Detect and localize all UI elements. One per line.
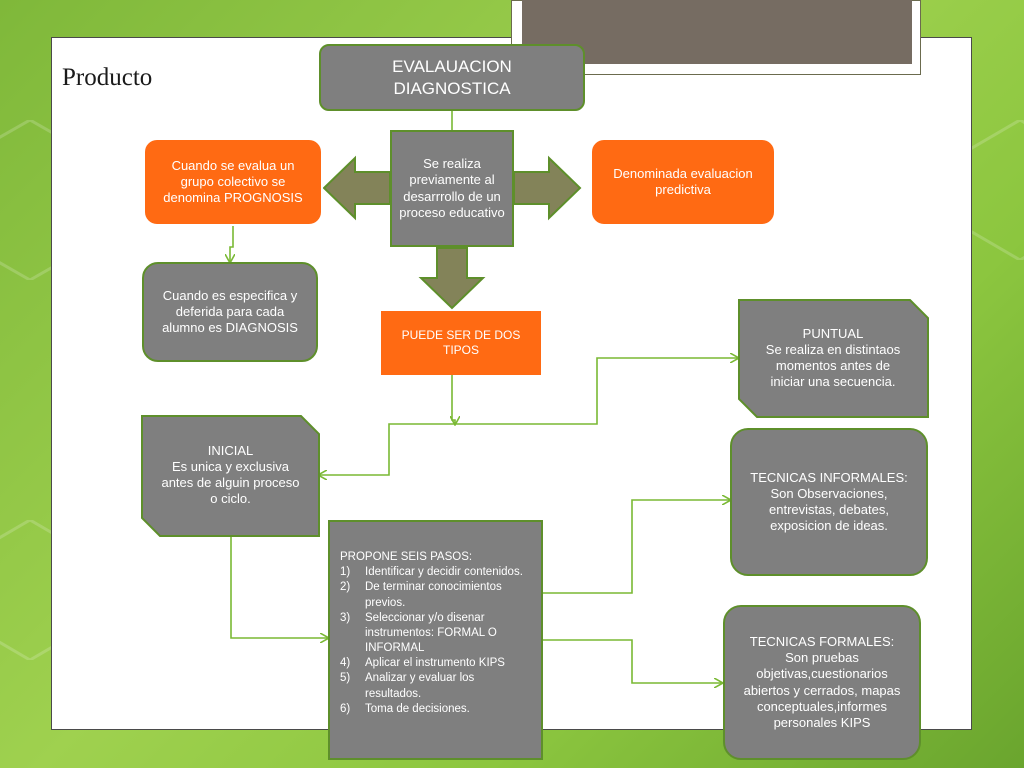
right-block-arrow	[513, 155, 582, 221]
list-item: 3)Seleccionar y/o disenar instrumentos: …	[340, 611, 497, 655]
node-dos-tipos: PUEDE SER DE DOS TIPOS	[381, 311, 541, 375]
node-body: Se realiza en distintaos momentos antes …	[765, 341, 901, 390]
left-block-arrow	[322, 155, 391, 221]
node-diagnosis: Cuando es especifica y deferida para cad…	[142, 262, 318, 362]
node-body: Son pruebas objetivas,cuestionarios abie…	[743, 650, 901, 730]
node-label: Cuando es especifica y deferida para cad…	[162, 287, 298, 336]
list-item: 4)Aplicar el instrumento KIPS	[340, 657, 505, 670]
list-item: 6)Toma de decisiones.	[340, 702, 470, 715]
node-label: Se realiza previamente al desarrrollo de…	[399, 156, 505, 220]
edge-to-inicial	[319, 423, 452, 475]
steps-heading: PROPONE SEIS PASOS:	[340, 551, 473, 563]
node-tecnicas-informales: TECNICAS INFORMALES: Son Observaciones, …	[730, 428, 928, 576]
edge-prognosis-diagnosis	[230, 226, 233, 262]
slide-title: Producto	[62, 64, 153, 91]
list-item: 2)De terminar conocimientos previos.	[340, 581, 502, 609]
down-block-arrow	[418, 247, 486, 310]
node-tecnicas-formales: TECNICAS FORMALES: Son pruebas objetivas…	[723, 605, 921, 760]
node-inicial: INICIAL Es unica y exclusiva antes de al…	[148, 420, 313, 530]
puntual-shape	[738, 299, 929, 418]
edge-tipos-split	[452, 375, 455, 424]
steps-list: 1)Identificar y decidir contenidos. 2)De…	[340, 565, 531, 717]
node-seis-pasos: PROPONE SEIS PASOS: 1)Identificar y deci…	[328, 520, 543, 760]
node-evaluacion-diagnostica: EVALAUACION DIAGNOSTICA	[319, 44, 585, 111]
edge-steps-informales	[543, 500, 730, 594]
node-label: Cuando se evalua un grupo colectivo se d…	[163, 157, 303, 206]
node-puntual: PUNTUAL Se realiza en distintaos momento…	[745, 305, 921, 411]
photo-image	[522, 0, 912, 64]
list-item: 5)Analizar y evaluar los resultados.	[340, 672, 475, 700]
node-title: PUNTUAL	[802, 325, 864, 341]
node-body: Son Observaciones, entrevistas, debates,…	[769, 485, 889, 534]
node-label: Denominada evaluacion predictiva	[613, 165, 753, 197]
list-item: 1)Identificar y decidir contenidos.	[340, 566, 523, 579]
node-label: EVALAUACION DIAGNOSTICA	[392, 57, 512, 98]
edge-to-puntual	[452, 358, 738, 425]
node-evaluacion-predictiva: Denominada evaluacion predictiva	[590, 138, 776, 226]
node-title: TECNICAS FORMALES:	[749, 633, 895, 649]
inicial-shape	[141, 415, 320, 537]
node-se-realiza: Se realiza previamente al desarrrollo de…	[390, 130, 514, 247]
node-label: PUEDE SER DE DOS TIPOS	[401, 328, 521, 357]
node-title: INICIAL	[207, 442, 254, 458]
edge-inicial-steps	[230, 536, 328, 638]
node-title: TECNICAS INFORMALES:	[750, 469, 908, 485]
edge-steps-formales	[543, 639, 722, 683]
node-body: Es unica y exclusiva antes de alguin pro…	[161, 458, 300, 507]
node-prognosis: Cuando se evalua un grupo colectivo se d…	[143, 138, 323, 226]
